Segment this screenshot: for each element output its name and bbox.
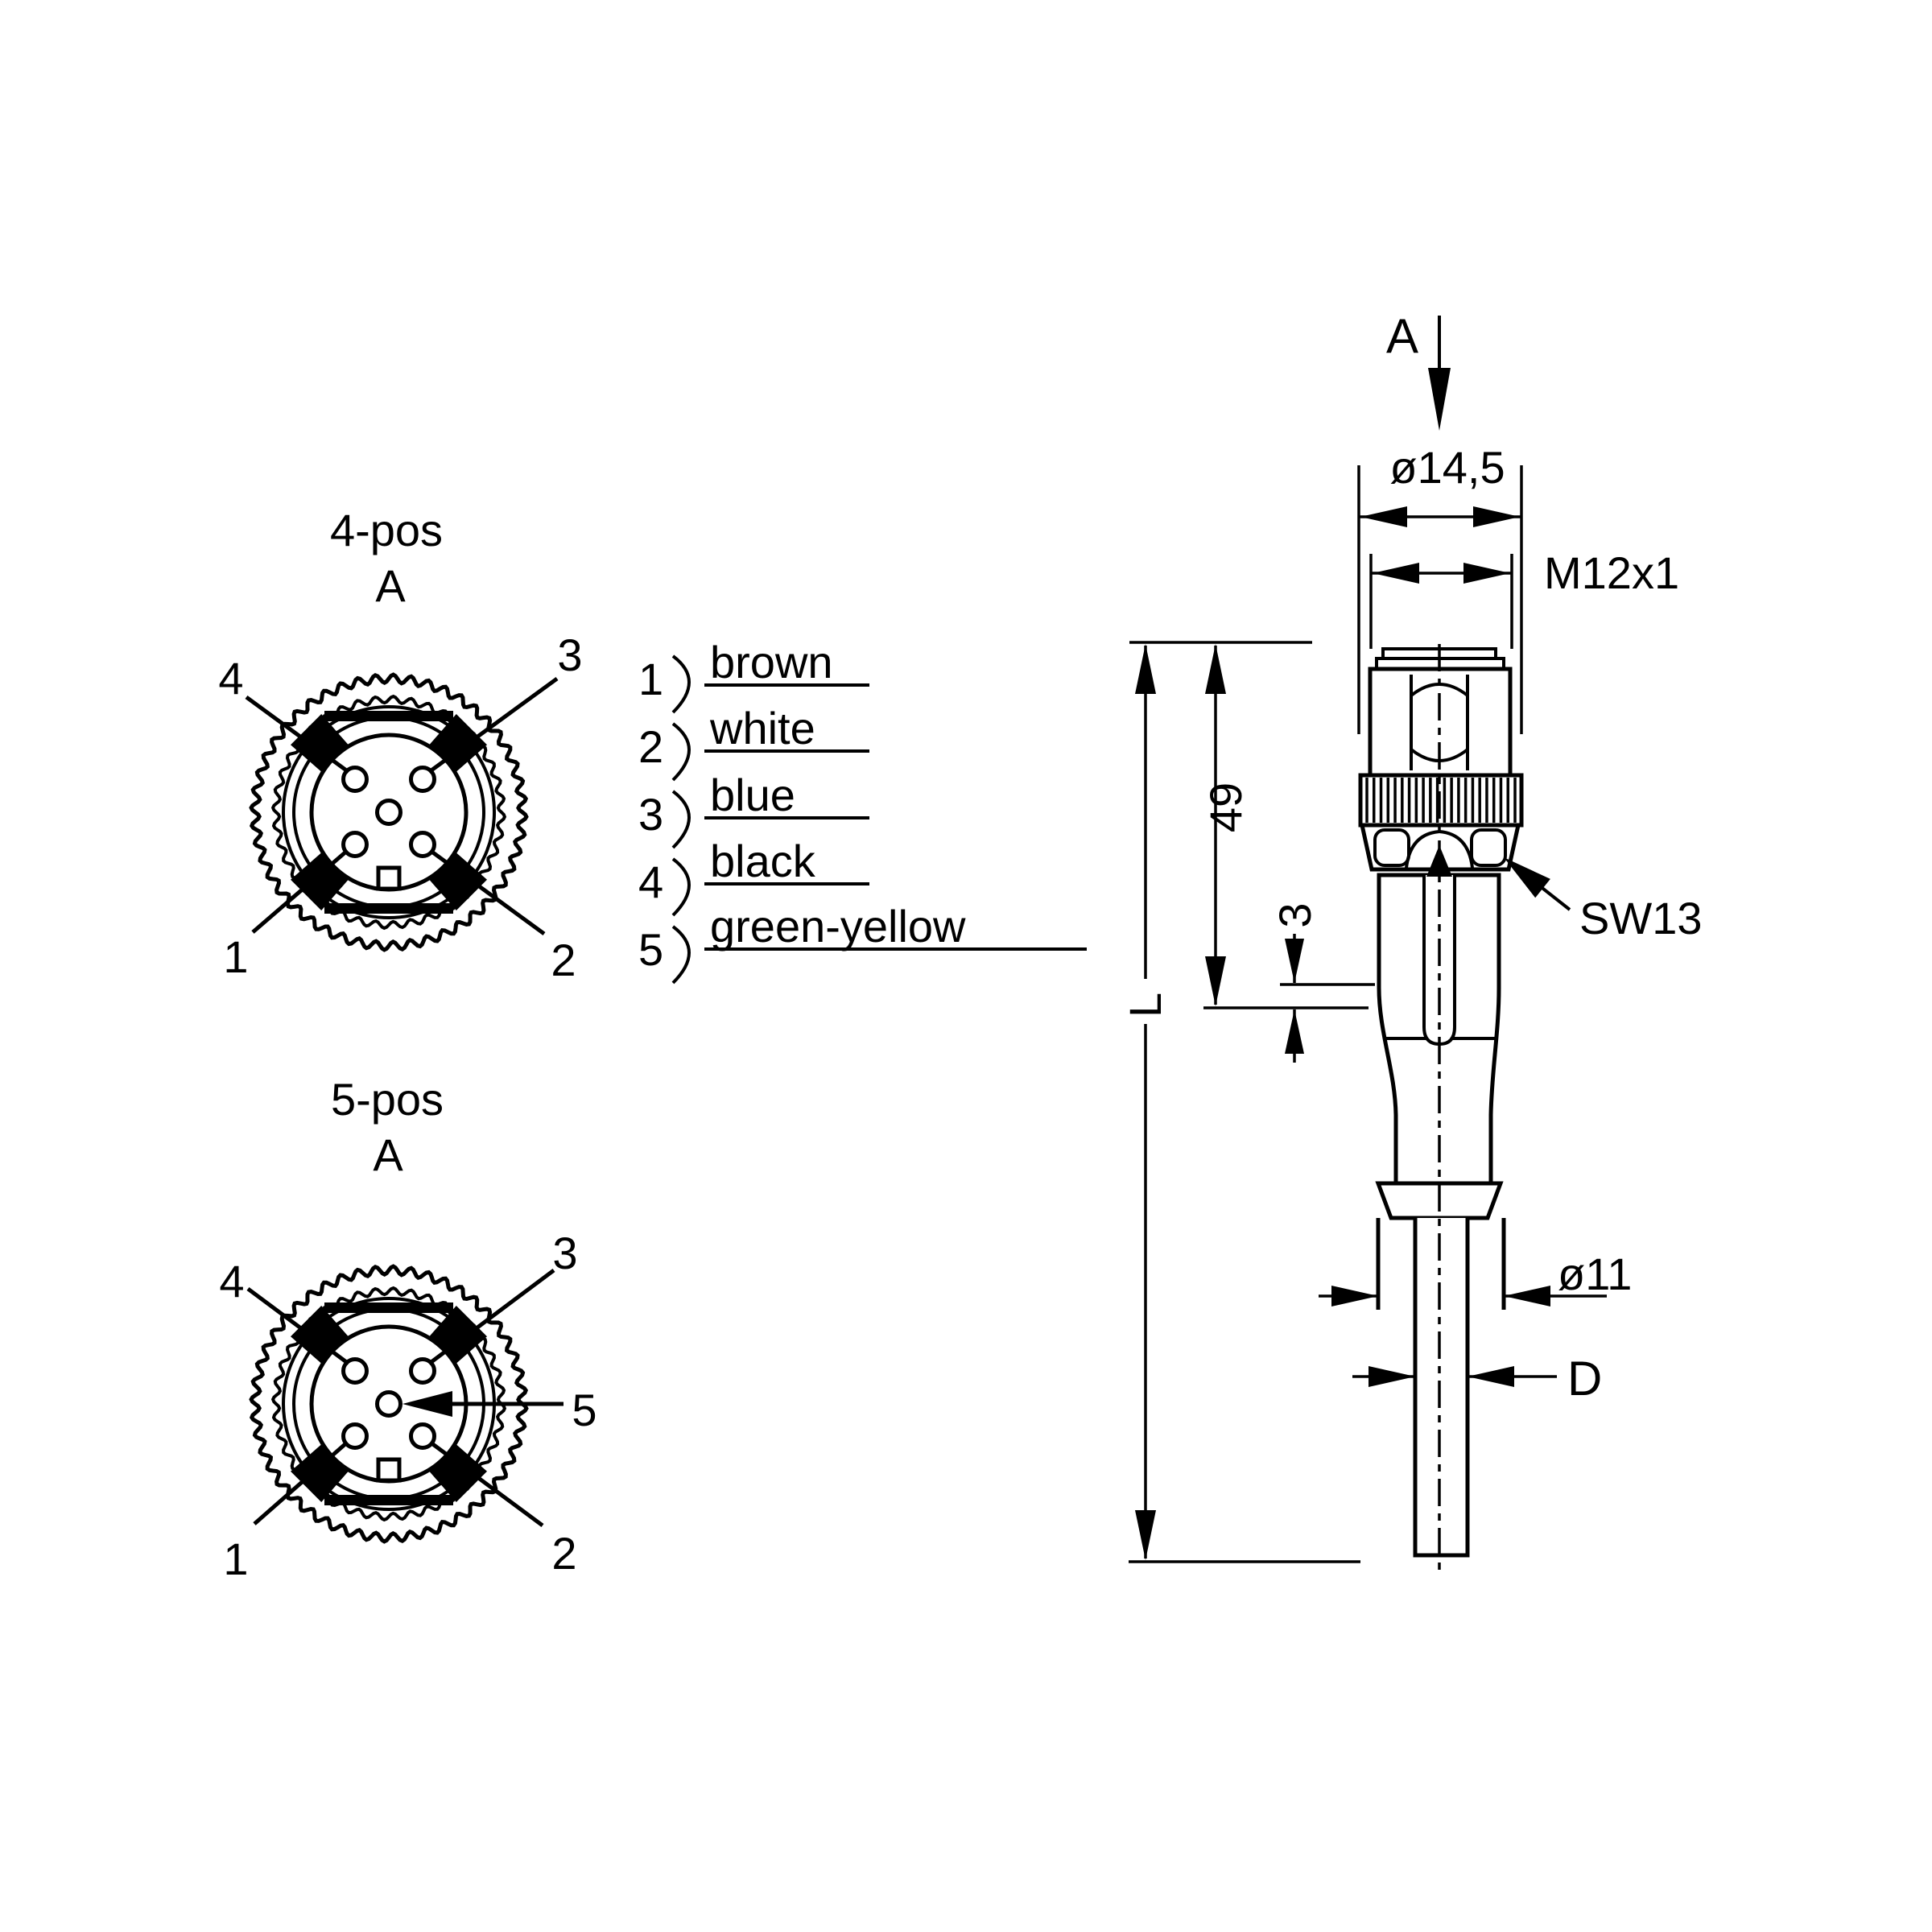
dim-thread-text: M12x1 [1544, 547, 1679, 598]
wire-row-pin: 2 [638, 721, 663, 772]
pin-4-hole [341, 766, 369, 793]
pin-5-hole [375, 1390, 402, 1418]
pin-5-label: 5 [572, 1385, 597, 1435]
wire-row-bracket [671, 654, 691, 714]
top-flat-chord [324, 1302, 453, 1313]
wedge-sw [291, 1444, 349, 1502]
wire-row-bracket [671, 925, 691, 985]
leader-pin2 [429, 848, 546, 936]
pin-2-label: 2 [551, 1528, 576, 1579]
section-a-arrowhead [1428, 368, 1451, 431]
dim-arrowhead [1285, 939, 1304, 983]
dim-arrowhead [1135, 1510, 1156, 1560]
wire-row-pin: 5 [638, 924, 663, 975]
top-flat-chord [324, 711, 453, 721]
knurled-ring [1358, 773, 1524, 828]
dim-arrowhead [1205, 644, 1226, 694]
dim-arrowhead [1368, 1366, 1415, 1387]
grip-collar-arc [1439, 830, 1474, 869]
dim-arrowhead [1360, 506, 1407, 527]
wrench-leader-arrowhead [1504, 857, 1550, 898]
wire-row-pin: 1 [638, 654, 663, 704]
connector-5pos-section-label: A [373, 1129, 403, 1180]
dim-arrowhead [1463, 563, 1510, 584]
leader-pin3 [427, 676, 559, 774]
pin-4-label: 4 [219, 1256, 244, 1307]
connector-4pos-section-label: A [375, 560, 406, 611]
connector-5pos-face: 5-pos A 4 3 1 2 5 [219, 1074, 597, 1584]
pin-3-hole [409, 1357, 436, 1385]
wedge-se [429, 1444, 487, 1502]
pin-2-label: 2 [551, 935, 576, 985]
dim-arrowhead [1285, 1009, 1304, 1054]
wire-row-color: brown [710, 637, 833, 687]
cable [1413, 1218, 1470, 1558]
outer-knurl-ring [249, 1264, 529, 1544]
leader-pin5-arrowhead [402, 1391, 452, 1417]
keying-notch [376, 865, 402, 891]
pin-2-hole [409, 1422, 436, 1450]
connector-5pos-title: 5-pos [331, 1074, 444, 1125]
wire-row-bracket [671, 722, 691, 782]
dim-total-length-text: L [1120, 993, 1170, 1018]
leader-pin1 [251, 849, 349, 934]
keying-notch [376, 1457, 402, 1483]
wire-row-color: blue [710, 770, 795, 820]
pin-4-label: 4 [218, 653, 243, 704]
pin-1-hole [341, 1422, 369, 1450]
pin-1-hole [341, 831, 369, 858]
dim-connector-length-text: 49 [1200, 782, 1251, 832]
dim-cable-diameter-text: D [1567, 1352, 1602, 1406]
dim-arrowhead [1373, 563, 1419, 584]
leader-pin1 [253, 1441, 349, 1525]
pin-3-hole [409, 766, 436, 793]
knurl-hatch [1365, 778, 1517, 823]
wire-row-pin: 3 [638, 789, 663, 840]
wedge-se [429, 852, 487, 910]
wire-color-legend: 1 brown 2 white 3 blue 4 black 5 green-y… [638, 637, 1087, 985]
wire-row-color: white [709, 703, 815, 753]
dim-wrench-size-text: SW13 [1579, 893, 1703, 943]
dim-arrowhead [1135, 644, 1156, 694]
leader-pin2 [429, 1440, 544, 1528]
connector-4pos-face: 4-pos A 4 3 1 2 [218, 505, 582, 985]
shell-ring [282, 705, 496, 919]
pin-3-label: 3 [552, 1228, 577, 1278]
dim-arrowhead [1331, 1286, 1378, 1307]
pin-3-label: 3 [557, 630, 582, 680]
dim-arrowhead [1205, 956, 1226, 1006]
dim-arrowhead [1473, 506, 1520, 527]
dim-gland-diameter-text: ø11 [1558, 1249, 1632, 1299]
wire-row-color: black [710, 836, 816, 886]
connector-side-view: A ø14,5 M12x1 [1120, 309, 1703, 1573]
wedge-sw [291, 852, 349, 910]
leader-pin4 [245, 695, 350, 774]
dim-head-diameter-text: ø14,5 [1389, 442, 1505, 493]
leader-pin4 [246, 1286, 350, 1366]
bottom-flat-chord [324, 903, 453, 914]
pin-4-hole [341, 1357, 369, 1385]
section-a-label: A [1386, 309, 1418, 363]
dim-arrowhead [1504, 1286, 1550, 1307]
wire-row-pin: 4 [638, 857, 663, 907]
pin-2-hole [409, 831, 436, 858]
center-hole [375, 799, 402, 826]
outer-knurl-ring [249, 672, 529, 952]
wire-row-bracket [671, 857, 691, 917]
pin-1-label: 1 [223, 931, 248, 982]
pin-1-label: 1 [223, 1534, 248, 1584]
grip-collar-detail [1373, 828, 1410, 867]
leader-pin3 [427, 1268, 555, 1366]
dim-arrowhead [1468, 1366, 1514, 1387]
wire-row-bracket [671, 790, 691, 849]
grip-collar-arc [1405, 830, 1440, 869]
wire-row-color: green-yellow [710, 901, 966, 952]
connector-4pos-title: 4-pos [330, 505, 443, 555]
grip-collar-detail [1470, 828, 1507, 867]
dim-collar-text: 3 [1269, 902, 1320, 927]
bottom-flat-chord [324, 1495, 453, 1505]
